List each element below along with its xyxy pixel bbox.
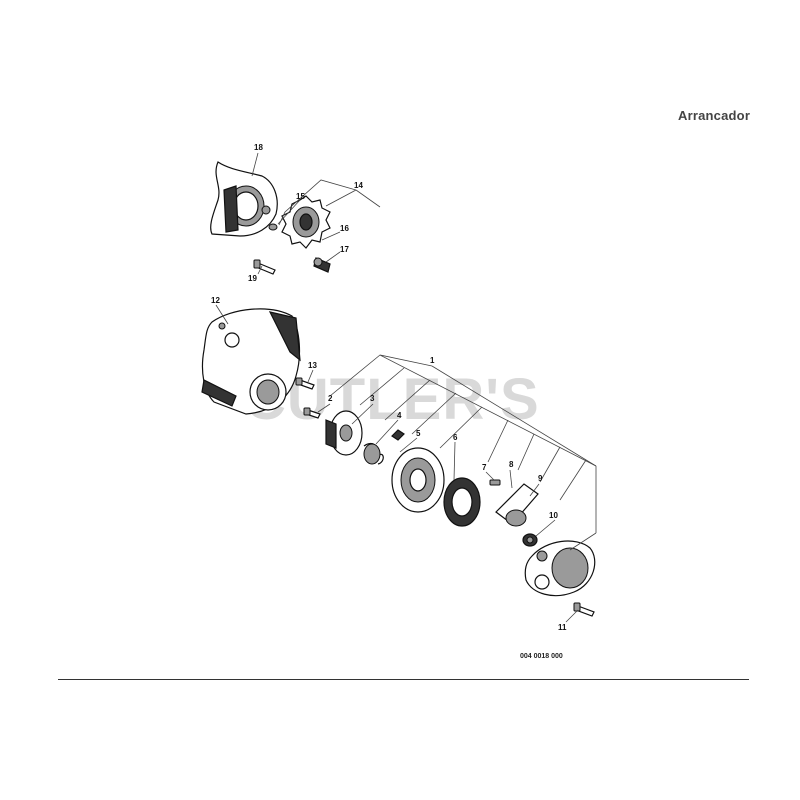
part-13-bolt	[295, 377, 315, 390]
callout-6: 6	[453, 433, 458, 442]
part-12-starter-housing	[201, 308, 301, 415]
leader-lines	[215, 152, 597, 623]
part-4-spring	[363, 442, 384, 465]
callout-17: 17	[340, 245, 349, 254]
callout-5: 5	[416, 429, 421, 438]
callout-3: 3	[370, 394, 375, 403]
bottom-divider	[58, 679, 749, 680]
part-2-bolt	[303, 407, 321, 419]
callout-12: 12	[211, 296, 220, 305]
part-5-rope-pulley	[391, 429, 445, 513]
part-11-screw	[573, 602, 595, 617]
callout-19: 19	[248, 274, 257, 283]
callout-labels: 18 14 15 16 17 19 12 13 1 2 3 4 5 6 7 8 …	[211, 143, 567, 632]
page-title: Arrancador	[678, 108, 751, 123]
part-3-disc	[325, 410, 363, 456]
callout-13: 13	[308, 361, 317, 370]
callout-7: 7	[482, 463, 487, 472]
callout-9: 9	[538, 474, 543, 483]
callout-8: 8	[509, 460, 514, 469]
part-cover	[524, 540, 596, 597]
callout-1: 1	[430, 356, 435, 365]
part-19-bolt	[253, 259, 276, 275]
callout-2: 2	[328, 394, 333, 403]
part-16-gear	[281, 195, 331, 249]
part-10-grommet	[522, 533, 538, 547]
part-9-handle	[495, 483, 539, 527]
part-15-clip	[268, 223, 278, 231]
callout-14: 14	[354, 181, 363, 190]
callout-18: 18	[254, 143, 263, 152]
part-code: 004 0018 000	[520, 653, 563, 660]
part-6-recoil-spring	[443, 477, 481, 527]
callout-16: 16	[340, 224, 349, 233]
part-18-cover-plate	[210, 161, 278, 237]
callout-10: 10	[549, 511, 558, 520]
callout-15: 15	[296, 192, 305, 201]
part-17-screw	[313, 257, 331, 273]
part-7-pin	[489, 479, 501, 486]
callout-11: 11	[558, 623, 567, 632]
callout-4: 4	[397, 411, 402, 420]
